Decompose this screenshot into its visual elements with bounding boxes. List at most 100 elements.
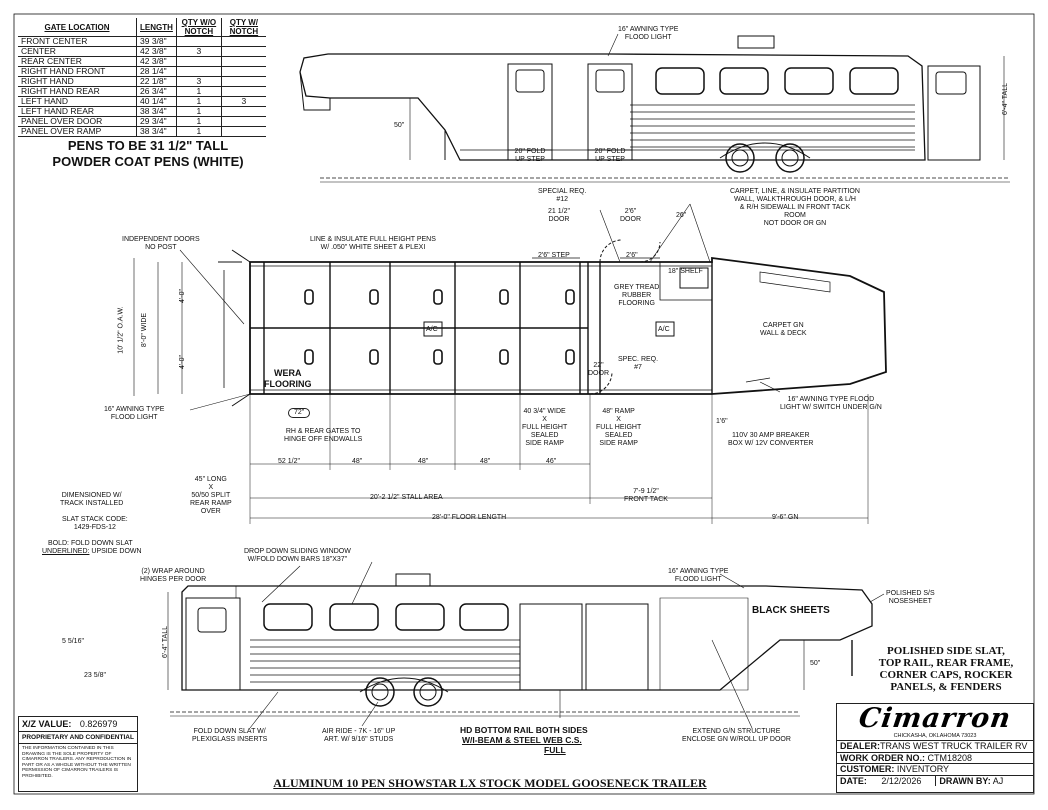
pens-note: PENS TO BE 31 1/2" TALL POWDER COAT PENS… xyxy=(28,138,268,170)
gate-cell-wo: 1 xyxy=(175,106,222,117)
xz-value-row: X/Z VALUE: 0.826979 xyxy=(19,717,137,732)
full-note: FULL xyxy=(544,745,566,755)
gate-cell-wo: 1 xyxy=(175,116,222,127)
gate-cell-length: 38 3/4" xyxy=(136,106,177,117)
gate-cell-w xyxy=(220,46,266,57)
gate-cell-location: FRONT CENTER xyxy=(18,36,137,47)
awning-left-note: 16" AWNING TYPE FLOOD LIGHT xyxy=(104,406,165,421)
top-fold-step-2: 20" FOLD UP STEP xyxy=(594,148,626,163)
fold-slat-note: FOLD DOWN SLAT W/ PLEXIGLASS INSERTS xyxy=(192,728,268,743)
door-26b: 26" xyxy=(676,212,687,219)
gate-cell-location: REAR CENTER xyxy=(18,56,137,67)
door-21: 21 1/2" DOOR xyxy=(548,208,570,223)
gate-cell-length: 22 1/8" xyxy=(136,76,177,87)
upside-down-label: UPSIDE DOWN xyxy=(91,548,142,555)
gate-cell-w xyxy=(220,36,266,47)
dim-52: 52 1/2" xyxy=(278,458,300,465)
dim-48b: 4'-0" xyxy=(178,355,186,369)
top-dim-50: 50" xyxy=(394,122,405,129)
brand-name: Cimarron xyxy=(856,703,1014,734)
gate-location-table: GATE LOCATION LENGTH QTY W/O NOTCH QTY W… xyxy=(18,18,266,137)
col-qty-wo-notch: QTY W/O NOTCH xyxy=(175,18,222,37)
date-value: 2/12/2026 xyxy=(881,775,922,786)
gate-cell-w xyxy=(220,56,266,67)
side-ramp-40: 40 3/4" WIDE X FULL HEIGHT SEALED SIDE R… xyxy=(522,408,568,447)
air-ride-note: AIR RIDE - 7K - 16" UP ART. W/ 9/16" STU… xyxy=(322,728,396,743)
dealer-row: DEALER:TRANS WEST TRUCK TRAILER RV xyxy=(837,741,1033,753)
spec-req-7: SPEC. REQ. #7 xyxy=(618,356,659,371)
rh-rear-gates-note: RH & REAR GATES TO HINGE OFF ENDWALLS xyxy=(284,428,363,443)
extend-gn-note: EXTEND G/N STRUCTURE ENCLOSE GN W/ROLL U… xyxy=(682,728,791,743)
step-1: 2'6" STEP xyxy=(538,252,570,259)
gate-cell-length: 28 1/4" xyxy=(136,66,177,77)
bold-legend: BOLD: FOLD DOWN SLAT xyxy=(48,540,133,547)
drawn-by-value: AJ xyxy=(992,775,1004,786)
polished-nose-note: POLISHED S/S NOSESHEET xyxy=(886,590,935,605)
drawn-by-label: DRAWN BY: xyxy=(935,775,991,786)
top-fold-step-1: 20" FOLD UP STEP xyxy=(514,148,546,163)
underlined-legend: UNDERLINED: UPSIDE DOWN xyxy=(42,548,142,556)
date-row: DATE: 2/12/2026 DRAWN BY: AJ xyxy=(837,775,1033,787)
ac-unit-1: A/C xyxy=(426,326,438,333)
finish-note: POLISHED SIDE SLAT, TOP RAIL, REAR FRAME… xyxy=(878,645,1014,693)
gate-cell-w xyxy=(220,86,266,97)
dealer-value: TRANS WEST TRUCK TRAILER RV xyxy=(880,741,1028,751)
gate-cell-length: 39 3/8" xyxy=(136,36,177,47)
gate-cell-location: LEFT HAND xyxy=(18,96,137,107)
dim-72: 72" xyxy=(288,408,311,418)
black-sheets-label: BLACK SHEETS xyxy=(752,605,830,616)
customer-value: INVENTORY xyxy=(896,764,950,774)
bottom-tall-dim: 6'-4" TALL xyxy=(161,626,169,658)
drawing-title: ALUMINUM 10 PEN SHOWSTAR LX STOCK MODEL … xyxy=(273,776,707,790)
gate-cell-w xyxy=(220,66,266,77)
xz-value-box: X/Z VALUE: 0.826979 PROPRIETARY AND CONF… xyxy=(18,716,138,792)
gate-cell-w xyxy=(220,106,266,117)
line-insulate-note: LINE & INSULATE FULL HEIGHT PENS W/ .050… xyxy=(310,236,436,251)
gate-cell-location: PANEL OVER RAMP xyxy=(18,126,137,137)
dim-23-5-8: 23 5/8" xyxy=(84,672,106,679)
door-22: 22" DOOR xyxy=(588,362,609,377)
plan-view xyxy=(133,203,887,524)
side-ramp-48: 48" RAMP X FULL HEIGHT SEALED SIDE RAMP xyxy=(596,408,642,447)
gate-cell-wo xyxy=(175,36,222,47)
xz-value: 0.826979 xyxy=(79,719,118,729)
gate-cell-wo: 1 xyxy=(175,96,222,107)
gate-cell-length: 40 1/4" xyxy=(136,96,177,107)
customer-label: CUSTOMER: xyxy=(840,764,895,774)
col-qty-w-notch: QTY W/ NOTCH xyxy=(220,18,266,37)
dim-46: 46" xyxy=(546,458,557,465)
partition-note: CARPET, LINE, & INSULATE PARTITION WALL,… xyxy=(730,188,860,227)
dimensioned-note: DIMENSIONED W/ TRACK INSTALLED xyxy=(60,492,124,507)
top-side-view xyxy=(299,33,1010,183)
wide-dim: 8'-0" WIDE xyxy=(141,312,149,348)
dim-48-3: 48" xyxy=(480,458,491,465)
stall-area-dim: 20'-2 1/2" STALL AREA xyxy=(370,494,443,501)
proprietary-label: PROPRIETARY AND CONFIDENTIAL xyxy=(19,732,137,744)
gate-cell-location: LEFT HAND REAR xyxy=(18,106,137,117)
date-label: DATE: xyxy=(840,775,867,786)
dim-48-2: 48" xyxy=(418,458,429,465)
cimarron-logo: Cimarron CHICKASHA, OKLAHOMA 73023 xyxy=(837,703,1033,741)
breaker-note: 110v 30 amp BREAKER BOX w/ 12v CONVERTER xyxy=(728,432,814,447)
work-order-value: CTM18208 xyxy=(927,752,973,763)
gate-cell-location: RIGHT HAND REAR xyxy=(18,86,137,97)
special-req-12: SPECIAL REQ. #12 xyxy=(538,188,587,203)
pens-note-line2: POWDER COAT PENS (WHITE) xyxy=(52,154,244,169)
gate-cell-length: 38 3/4" xyxy=(136,126,177,137)
gate-cell-length: 26 3/4" xyxy=(136,86,177,97)
wrap-hinges-note: (2) WRAP AROUND HINGES PER DOOR xyxy=(140,568,207,583)
carpet-note: CARPET GN WALL & DECK xyxy=(760,322,807,337)
ibeam-note: W/I-BEAM & STEEL WEB C.S. xyxy=(462,735,582,745)
pens-note-line1: PENS TO BE 31 1/2" TALL xyxy=(67,138,229,153)
gate-cell-wo: 3 xyxy=(175,76,222,87)
col-length: LENGTH xyxy=(136,18,177,37)
bottom-side-view xyxy=(167,561,885,729)
gate-cell-w xyxy=(220,116,266,127)
gate-cell-wo xyxy=(175,56,222,67)
ac-unit-2: A/C xyxy=(658,326,670,333)
